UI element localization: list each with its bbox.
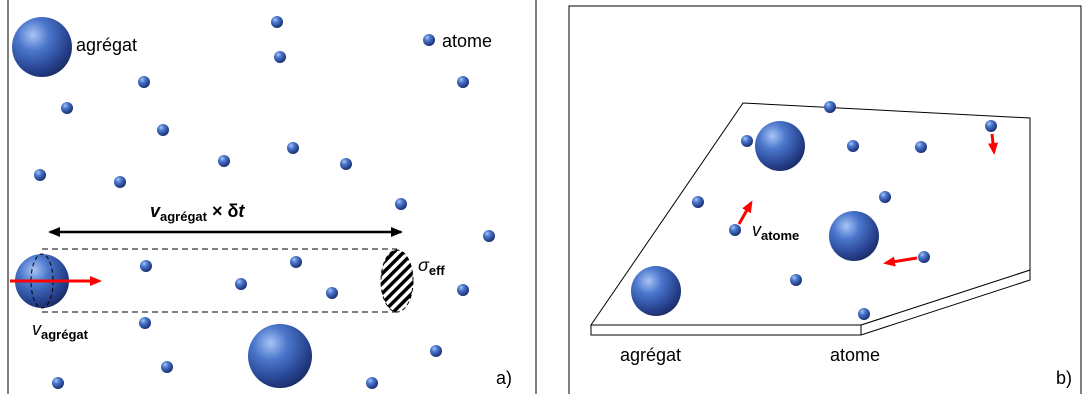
- legend-atom-sphere: [423, 34, 435, 46]
- atom: [483, 230, 495, 242]
- cluster-sphere: [829, 211, 879, 261]
- legend-atom-label: atome: [442, 31, 492, 51]
- atom: [271, 16, 283, 28]
- atom: [138, 76, 150, 88]
- atom: [847, 140, 859, 152]
- panel-a-atoms: [34, 16, 495, 389]
- atom-velocity-arrow: [883, 256, 918, 267]
- atom: [139, 317, 151, 329]
- atom: [326, 287, 338, 299]
- atom-velocity-arrow: [988, 133, 998, 155]
- legend-cluster-sphere: [12, 17, 72, 77]
- atom: [161, 361, 173, 373]
- legend-cluster-label: agrégat: [76, 35, 137, 55]
- atom: [61, 102, 73, 114]
- atom: [290, 256, 302, 268]
- panel-b: vatome agrégat atome b): [568, 5, 1082, 394]
- atom: [157, 124, 169, 136]
- atom: [140, 260, 152, 272]
- atom: [235, 278, 247, 290]
- atom: [340, 158, 352, 170]
- atom: [457, 76, 469, 88]
- atom: [218, 155, 230, 167]
- bottom-label-atom: atome: [830, 345, 880, 365]
- cross-section-ellipse: [380, 249, 414, 313]
- cluster-sphere: [248, 324, 312, 388]
- atom: [824, 101, 836, 113]
- atom: [52, 377, 64, 389]
- cluster-velocity-label: vagrégat: [32, 319, 89, 342]
- atom: [858, 308, 870, 320]
- sigma-label: σeff: [418, 255, 445, 278]
- atom: [287, 142, 299, 154]
- atom: [274, 51, 286, 63]
- distance-label: vagrégat × δt: [150, 201, 245, 224]
- cluster-sphere: [631, 266, 681, 316]
- panel-a-label: a): [496, 368, 512, 388]
- panel-a: agrégat atome: [7, 0, 537, 394]
- atom-velocity-label: vatome: [752, 220, 799, 243]
- atom: [741, 135, 753, 147]
- atom: [395, 198, 407, 210]
- atom: [34, 169, 46, 181]
- atom: [790, 274, 802, 286]
- cluster-sphere: [755, 121, 805, 171]
- atom: [918, 251, 930, 263]
- panel-b-label: b): [1056, 368, 1072, 388]
- panel-b-border: [568, 5, 1082, 394]
- atom: [692, 196, 704, 208]
- atom-velocity-arrow: [737, 200, 753, 225]
- panel-b-atoms: [692, 101, 997, 320]
- bottom-label-cluster: agrégat: [620, 345, 681, 365]
- atom: [729, 224, 741, 236]
- atom: [457, 284, 469, 296]
- atom: [985, 120, 997, 132]
- atom: [879, 191, 891, 203]
- slab: [590, 102, 1031, 336]
- atom: [114, 176, 126, 188]
- atom: [366, 377, 378, 389]
- slab-top: [590, 102, 1031, 326]
- atom: [915, 141, 927, 153]
- atom: [430, 345, 442, 357]
